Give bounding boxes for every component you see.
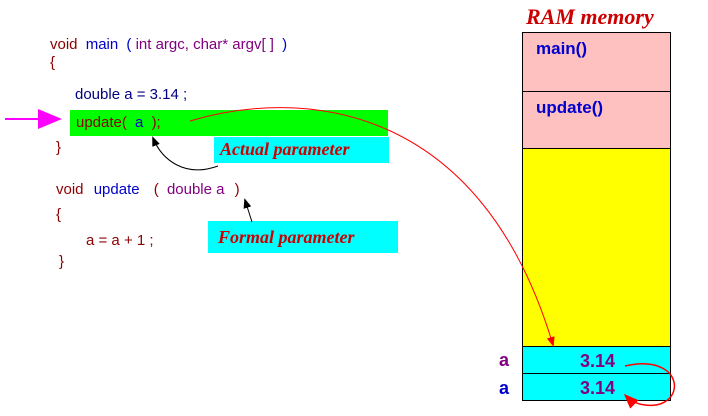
var-label-a-update: a xyxy=(499,378,510,398)
update-body-line: a = a + 1 ; xyxy=(86,232,154,249)
var-label-a-main: a xyxy=(499,350,510,370)
formal-param-arrow xyxy=(243,198,253,223)
main-frame-label: main() xyxy=(536,39,587,58)
update-call-end: ); xyxy=(151,114,161,131)
stack-free-area xyxy=(522,148,671,347)
void-keyword: void xyxy=(56,181,84,198)
main-params: int argc, char* argv[ ] xyxy=(135,36,274,53)
formal-parameter-label: Formal parameter xyxy=(218,227,355,247)
main-brace-close: } xyxy=(56,139,62,156)
call-highlight xyxy=(70,110,388,136)
declaration-line: double a = 3.14 ; xyxy=(75,86,188,103)
main-open-paren: ( xyxy=(126,36,132,53)
update-function-name: update xyxy=(93,181,140,198)
copy-value-arrow xyxy=(189,107,555,347)
main-close-paren: ) xyxy=(282,36,288,53)
formal-parameter-box: Formal parameter xyxy=(208,221,398,253)
update-brace-open: { xyxy=(56,206,62,223)
update-frame: update() xyxy=(522,91,671,149)
main-signature: void main ( int argc, char* argv[ ] ) xyxy=(50,36,287,53)
update-frame-label: update() xyxy=(536,98,604,117)
update-call: update( xyxy=(76,114,127,131)
cell-value-2: 3.14 xyxy=(579,378,616,398)
ram-memory-title: RAM memory xyxy=(526,4,654,29)
update-open-paren: ( xyxy=(153,181,159,198)
actual-arg: a xyxy=(135,114,144,131)
actual-parameter-box: Actual parameter xyxy=(214,137,389,163)
actual-param-arrow xyxy=(152,136,219,171)
actual-parameter-label: Actual parameter xyxy=(220,139,350,159)
formal-param: double a xyxy=(166,181,225,198)
increment-loop-arrow xyxy=(623,363,676,409)
update-signature: void update ( double a ) xyxy=(56,181,240,198)
main-frame: main() xyxy=(522,32,671,92)
cell-value-1: 3.14 xyxy=(579,351,616,371)
main-brace-open: { xyxy=(50,54,56,71)
update-call-line: update( a ); xyxy=(76,114,161,131)
memory-cell-a-2: 3.14 xyxy=(522,373,671,401)
main-function-name: main xyxy=(85,36,119,53)
update-brace-close: } xyxy=(59,253,65,270)
void-keyword: void xyxy=(50,36,78,53)
update-close-paren: ) xyxy=(234,181,240,198)
